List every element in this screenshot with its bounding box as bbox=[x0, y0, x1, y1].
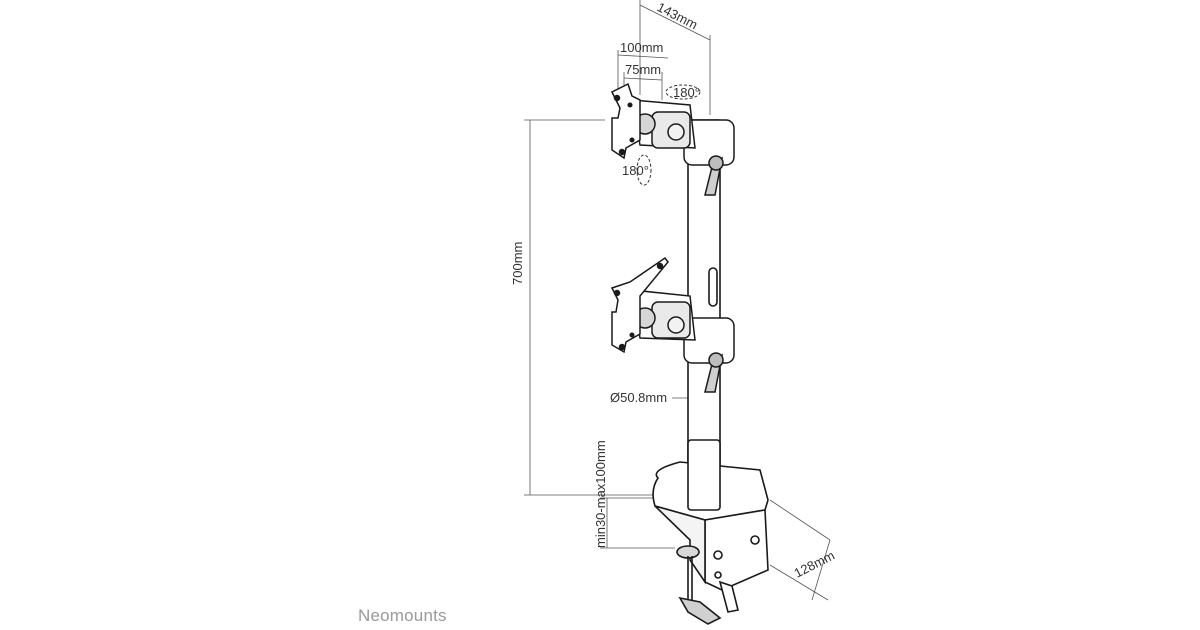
dim-pole-height: 700mm bbox=[510, 242, 525, 285]
dim-rotation-top: 180° bbox=[673, 85, 700, 100]
rotation-arrows bbox=[636, 84, 701, 186]
dim-pole-diameter: Ø50.8mm bbox=[610, 390, 667, 405]
upper-monitor-arm bbox=[610, 82, 735, 196]
lower-monitor-arm bbox=[610, 256, 735, 393]
dim-top-width: 143mm bbox=[655, 0, 700, 32]
dim-clamp-depth: 128mm bbox=[792, 548, 837, 581]
dim-clamp-range: min30-max100mm bbox=[593, 440, 608, 548]
dimension-lines bbox=[524, 0, 831, 601]
dim-vesa-min: 75mm bbox=[625, 62, 661, 77]
desk-clamp bbox=[652, 439, 769, 625]
dim-vesa-max: 100mm bbox=[620, 40, 663, 55]
brand-logo-text: Neomounts bbox=[358, 606, 447, 625]
dim-rotation-side: 180° bbox=[622, 163, 649, 178]
